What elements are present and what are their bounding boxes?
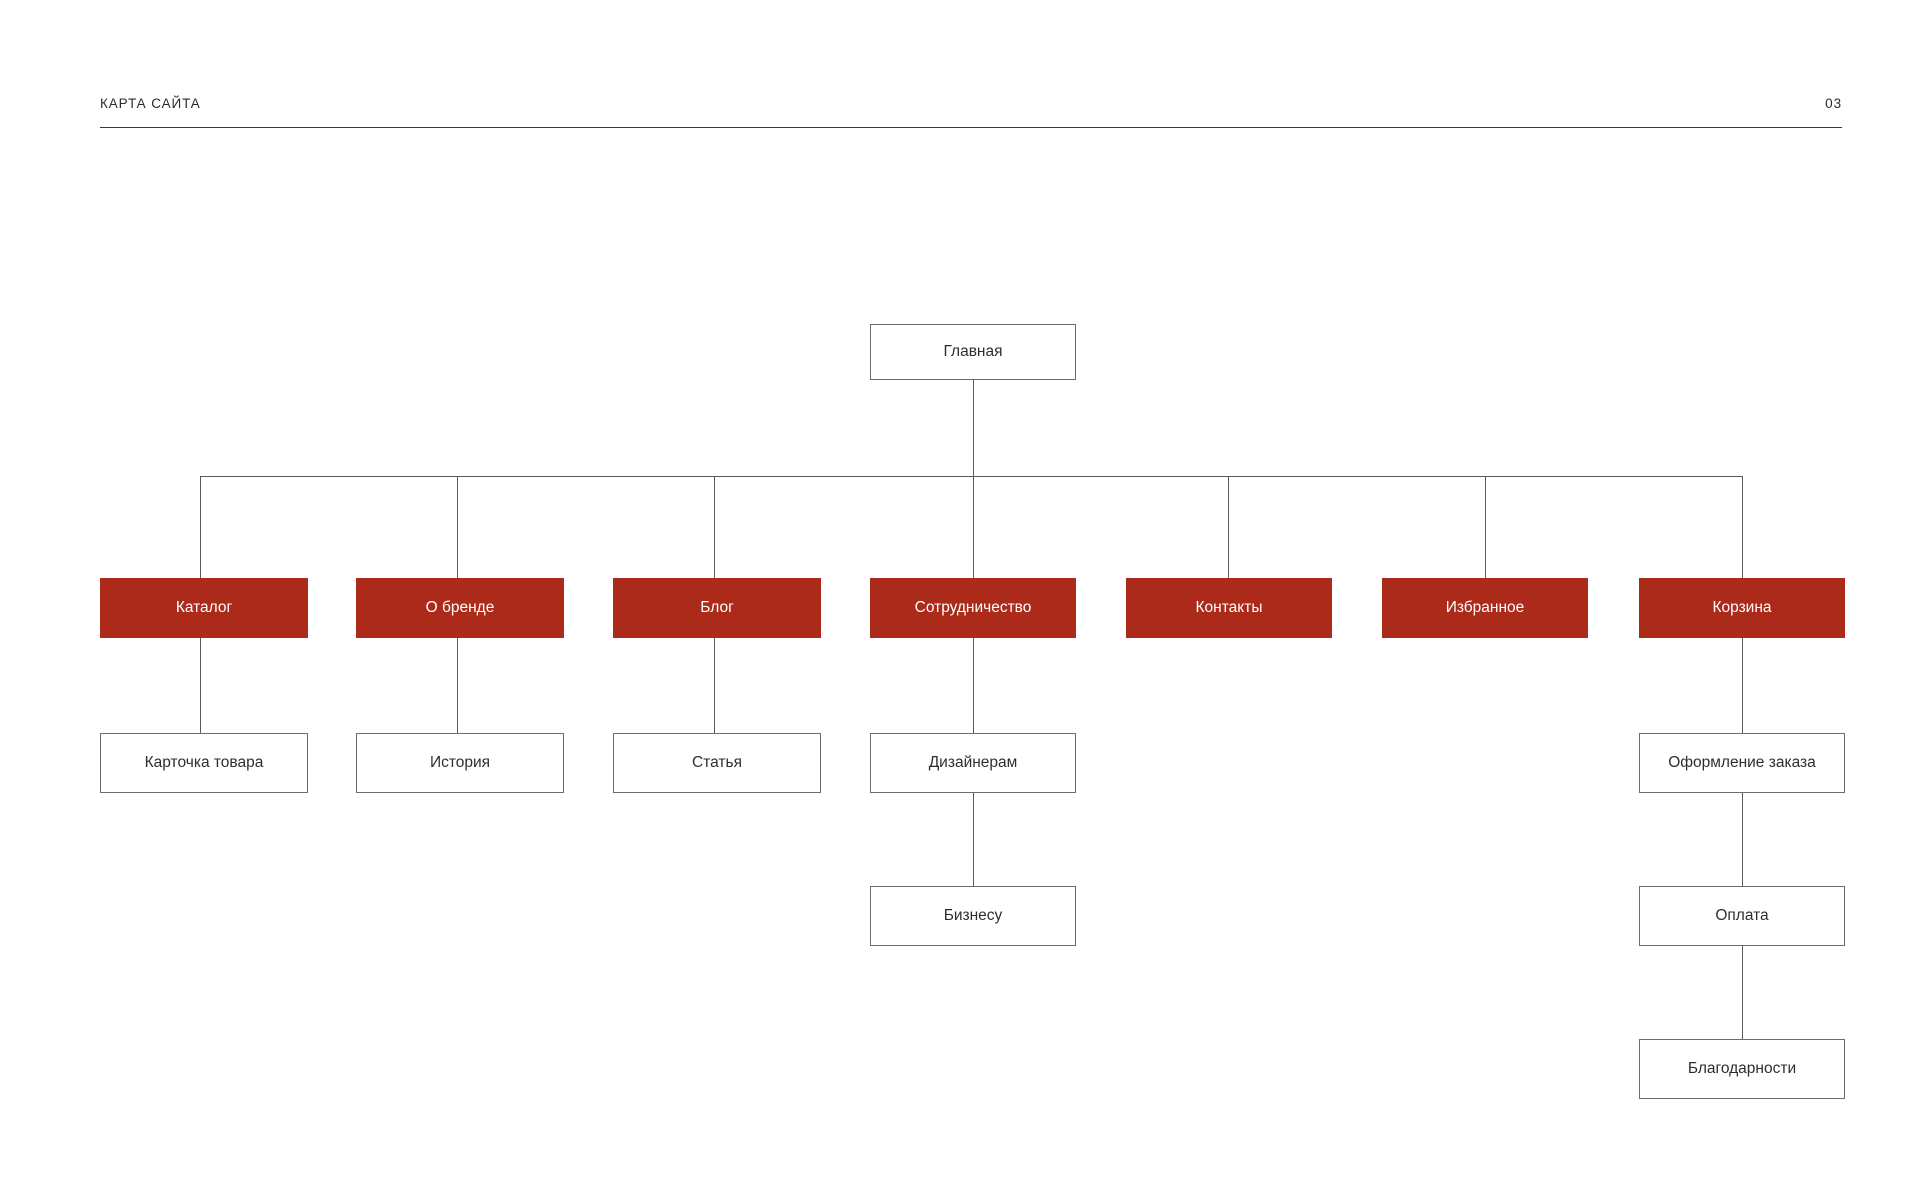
connector-drop-katalog — [200, 476, 201, 578]
connector-drop-blog — [714, 476, 715, 578]
connector-drop-sotrudnichestvo — [973, 476, 974, 578]
connector-dizayneram-to-biznesu — [973, 793, 974, 886]
node-katalog[interactable]: Каталог — [100, 578, 308, 638]
connector-root-stem — [973, 380, 974, 476]
node-blog[interactable]: Блог — [613, 578, 821, 638]
page-header: КАРТА САЙТА 03 — [100, 96, 1842, 126]
connector-bus — [200, 476, 1743, 477]
node-oformlenie-zakaza[interactable]: Оформление заказа — [1639, 733, 1845, 793]
page-title: КАРТА САЙТА — [100, 96, 201, 111]
connector-blog-to-statya — [714, 638, 715, 733]
connector-drop-korzina — [1742, 476, 1743, 578]
node-blagodarnosti[interactable]: Благодарности — [1639, 1039, 1845, 1099]
node-statya[interactable]: Статья — [613, 733, 821, 793]
connector-drop-izbrannoe — [1485, 476, 1486, 578]
connector-drop-o-brende — [457, 476, 458, 578]
node-oplata[interactable]: Оплата — [1639, 886, 1845, 946]
page-number: 03 — [1825, 96, 1842, 111]
connector-drop-kontakty — [1228, 476, 1229, 578]
node-biznesu[interactable]: Бизнесу — [870, 886, 1076, 946]
header-divider — [100, 127, 1842, 128]
connector-sotrudnichestvo-to-dizayneram — [973, 638, 974, 733]
connector-korzina-to-oformlenie — [1742, 638, 1743, 733]
node-kontakty[interactable]: Контакты — [1126, 578, 1332, 638]
node-izbrannoe[interactable]: Избранное — [1382, 578, 1588, 638]
node-kartochka-tovara[interactable]: Карточка товара — [100, 733, 308, 793]
node-dizayneram[interactable]: Дизайнерам — [870, 733, 1076, 793]
node-sotrudnichestvo[interactable]: Сотрудничество — [870, 578, 1076, 638]
node-korzina[interactable]: Корзина — [1639, 578, 1845, 638]
connector-oplata-to-blagodarnosti — [1742, 946, 1743, 1039]
connector-katalog-to-kartochka — [200, 638, 201, 733]
node-o-brende[interactable]: О бренде — [356, 578, 564, 638]
node-istoriya[interactable]: История — [356, 733, 564, 793]
connector-o-brende-to-istoriya — [457, 638, 458, 733]
connector-oformlenie-to-oplata — [1742, 793, 1743, 886]
node-glavnaya[interactable]: Главная — [870, 324, 1076, 380]
